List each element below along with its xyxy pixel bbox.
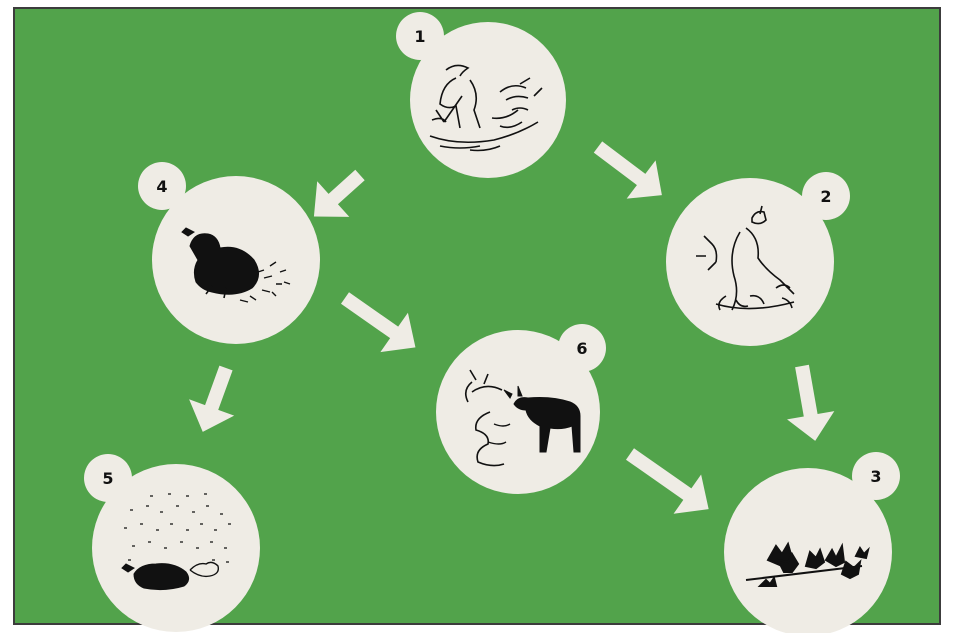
node-5-label: 5 bbox=[102, 469, 113, 488]
node-4-label: 4 bbox=[156, 177, 167, 196]
node-3-label: 3 bbox=[870, 467, 881, 486]
node-6-label: 6 bbox=[576, 339, 587, 358]
node-2-label: 2 bbox=[820, 187, 831, 206]
node-1-label: 1 bbox=[414, 27, 425, 46]
